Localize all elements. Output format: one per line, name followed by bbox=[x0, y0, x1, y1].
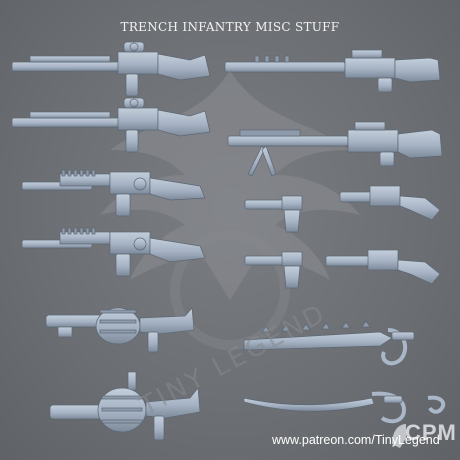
page-title: TRENCH INFANTRY MISC STUFF bbox=[120, 20, 340, 34]
laspistol-2 bbox=[325, 249, 441, 285]
sabre-guard bbox=[427, 395, 446, 414]
pistol-1 bbox=[244, 195, 303, 233]
heavy-autogun-with-bipod bbox=[227, 121, 443, 177]
footer-url: www.patreon.com/TinyLegend bbox=[272, 433, 440, 447]
long-rifle-2 bbox=[11, 97, 211, 153]
ribbed-rifle-1 bbox=[21, 169, 206, 217]
grenade-launcher-1 bbox=[45, 307, 195, 353]
cpm-logo-text: CPM bbox=[405, 420, 457, 445]
cpm-fist-logo-icon bbox=[392, 424, 406, 448]
chainsword bbox=[243, 320, 415, 366]
laspistol-1 bbox=[339, 185, 441, 221]
grenade-launcher-2 bbox=[49, 371, 201, 441]
ribbed-rifle-2 bbox=[21, 227, 206, 277]
autogun-1 bbox=[224, 49, 441, 93]
pistol-2 bbox=[244, 251, 303, 289]
sabre bbox=[243, 391, 407, 424]
long-rifle-1 bbox=[11, 41, 211, 97]
